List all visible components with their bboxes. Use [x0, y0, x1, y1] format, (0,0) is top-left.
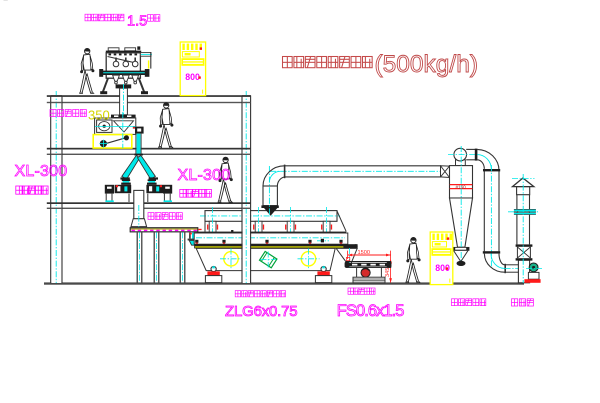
svg-text:350: 350: [88, 108, 110, 123]
svg-text:#160: #160: [456, 185, 467, 190]
svg-text:1500: 1500: [358, 250, 370, 256]
svg-text:FS0.6x1.5: FS0.6x1.5: [337, 302, 404, 320]
svg-text:800: 800: [185, 72, 200, 82]
svg-text:XL-300: XL-300: [15, 163, 68, 180]
svg-text:1.5: 1.5: [127, 14, 147, 30]
svg-text:800: 800: [435, 263, 450, 273]
svg-text:(500kg/h): (500kg/h): [375, 51, 479, 78]
svg-text:345: 345: [385, 268, 391, 277]
svg-text:XL-300: XL-300: [178, 167, 231, 184]
svg-text:ZLG6x0.75: ZLG6x0.75: [225, 303, 297, 320]
